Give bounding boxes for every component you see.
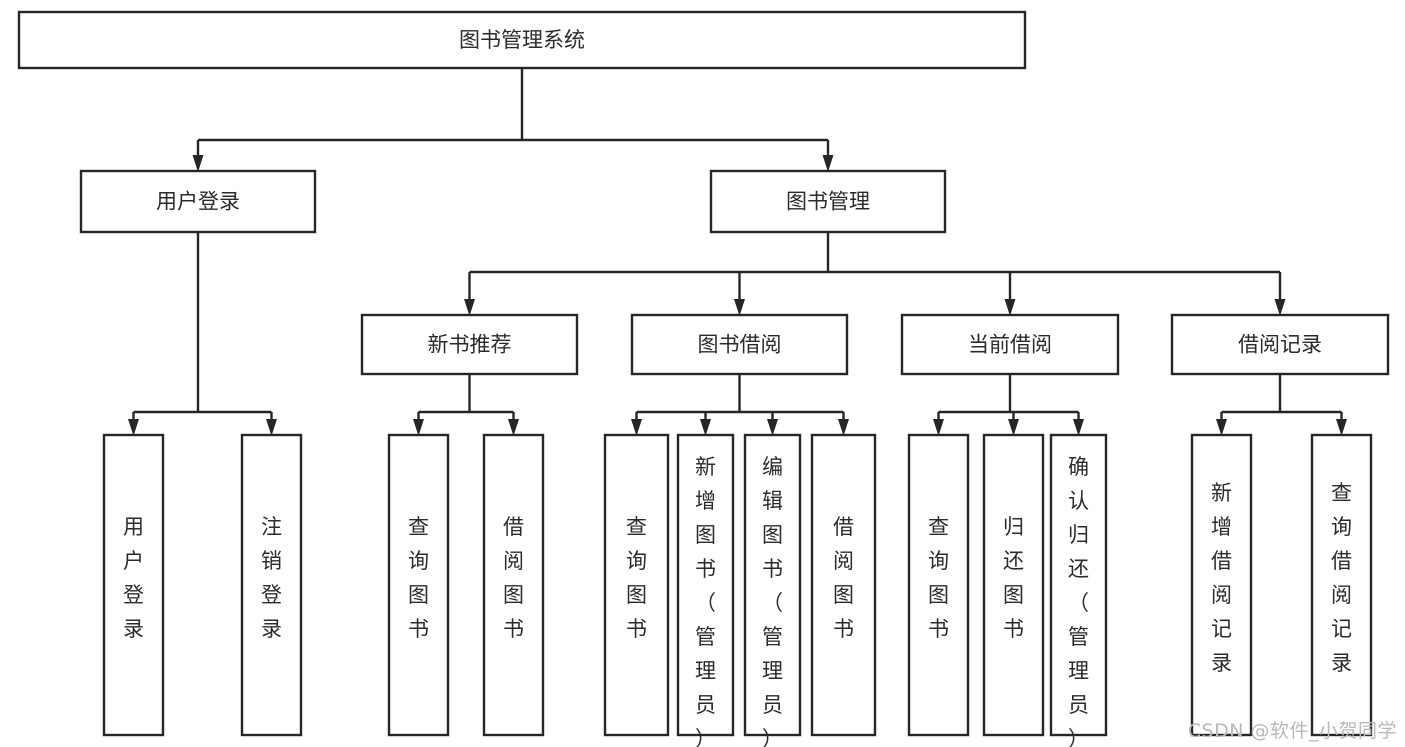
node-box (482, 433, 545, 737)
node-l-cu-query[interactable]: 查询图书 (907, 433, 970, 737)
node-label: 查询图书 (928, 515, 949, 641)
node-box (907, 433, 970, 737)
node-label: 借阅图书 (833, 515, 854, 641)
node-label: 图书管理 (786, 190, 870, 214)
node-box (709, 169, 947, 234)
node-label: 编辑图书（管理员） (762, 455, 783, 747)
arrow-head-icon (128, 419, 139, 436)
node-label: 查询图书 (408, 515, 429, 641)
node-label: 新书推荐 (428, 333, 512, 357)
node-box (240, 433, 303, 737)
node-box (630, 313, 849, 376)
node-l-cu-confirm[interactable]: 确认归还（管理员） (1049, 433, 1108, 747)
node-n-newbook[interactable]: 新书推荐 (360, 313, 579, 376)
node-box (1310, 433, 1373, 737)
arrow-head-icon (1004, 299, 1016, 316)
node-box (79, 169, 317, 234)
node-label: 新增图书（管理员） (695, 455, 716, 747)
arrow-head-icon (1336, 419, 1347, 436)
node-box (982, 433, 1045, 737)
node-n-bookmgmt[interactable]: 图书管理 (709, 169, 947, 234)
node-n-record[interactable]: 借阅记录 (1170, 313, 1390, 376)
arrow-head-icon (838, 419, 849, 436)
node-label: 用户登录 (156, 190, 240, 214)
node-box (1190, 433, 1253, 737)
node-label: 确认归还（管理员） (1068, 455, 1089, 747)
node-box (676, 433, 735, 737)
arrow-head-icon (1274, 299, 1286, 316)
arrow-head-icon (192, 155, 204, 172)
arrow-head-icon (631, 419, 642, 436)
connector-layer (128, 68, 1347, 436)
node-l-bo-query[interactable]: 查询图书 (603, 433, 670, 737)
node-l-bo-add[interactable]: 新增图书（管理员） (676, 433, 735, 747)
arrow-head-icon (413, 419, 424, 436)
node-l-nb-query[interactable]: 查询图书 (387, 433, 450, 737)
arrow-head-icon (266, 419, 277, 436)
node-box (743, 433, 802, 737)
arrow-head-icon (508, 419, 519, 436)
node-label: 注销登录 (261, 515, 282, 641)
arrow-head-icon (1008, 419, 1019, 436)
node-label: 借阅图书 (503, 515, 524, 641)
arrow-head-icon (1073, 419, 1084, 436)
node-l-cu-return[interactable]: 归还图书 (982, 433, 1045, 737)
node-box (810, 433, 877, 737)
node-label: 借阅记录 (1238, 333, 1322, 357)
node-layer: 图书管理系统用户登录图书管理新书推荐图书借阅当前借阅借阅记录用户登录注销登录查询… (17, 10, 1390, 747)
node-box (900, 313, 1120, 376)
arrow-head-icon (1216, 419, 1227, 436)
node-n-borrow[interactable]: 图书借阅 (630, 313, 849, 376)
node-label: 图书管理系统 (459, 28, 585, 52)
node-box (17, 10, 1027, 70)
node-box (360, 313, 579, 376)
node-box (1049, 433, 1108, 737)
arrow-head-icon (822, 155, 834, 172)
node-box (387, 433, 450, 737)
arrow-head-icon (700, 419, 711, 436)
arrow-head-icon (933, 419, 944, 436)
node-n-current[interactable]: 当前借阅 (900, 313, 1120, 376)
csdn-watermark: CSDN @软件_小贺同学 (1187, 720, 1397, 742)
node-l-bo-edit[interactable]: 编辑图书（管理员） (743, 433, 802, 747)
node-l-re-add[interactable]: 新增借阅记录 (1190, 433, 1253, 737)
node-box (102, 433, 165, 737)
node-label: 图书借阅 (698, 333, 782, 357)
arrow-head-icon (464, 299, 475, 316)
arrow-head-icon (767, 419, 778, 436)
node-label: 用户登录 (123, 515, 144, 641)
node-l-bo-lend[interactable]: 借阅图书 (810, 433, 877, 737)
node-label: 查询图书 (626, 515, 647, 641)
arrow-head-icon (734, 299, 745, 316)
node-box (603, 433, 670, 737)
node-box (1170, 313, 1390, 376)
node-label: 查询借阅记录 (1331, 481, 1352, 675)
node-n-login[interactable]: 用户登录 (79, 169, 317, 234)
node-l-re-query[interactable]: 查询借阅记录 (1310, 433, 1373, 737)
node-l-logout[interactable]: 注销登录 (240, 433, 303, 737)
node-l-nb-borrow[interactable]: 借阅图书 (482, 433, 545, 737)
node-l-userlogin[interactable]: 用户登录 (102, 433, 165, 737)
node-label: 新增借阅记录 (1211, 481, 1232, 675)
node-label: 当前借阅 (968, 333, 1052, 357)
node-root[interactable]: 图书管理系统 (17, 10, 1027, 70)
node-label: 归还图书 (1003, 515, 1024, 641)
